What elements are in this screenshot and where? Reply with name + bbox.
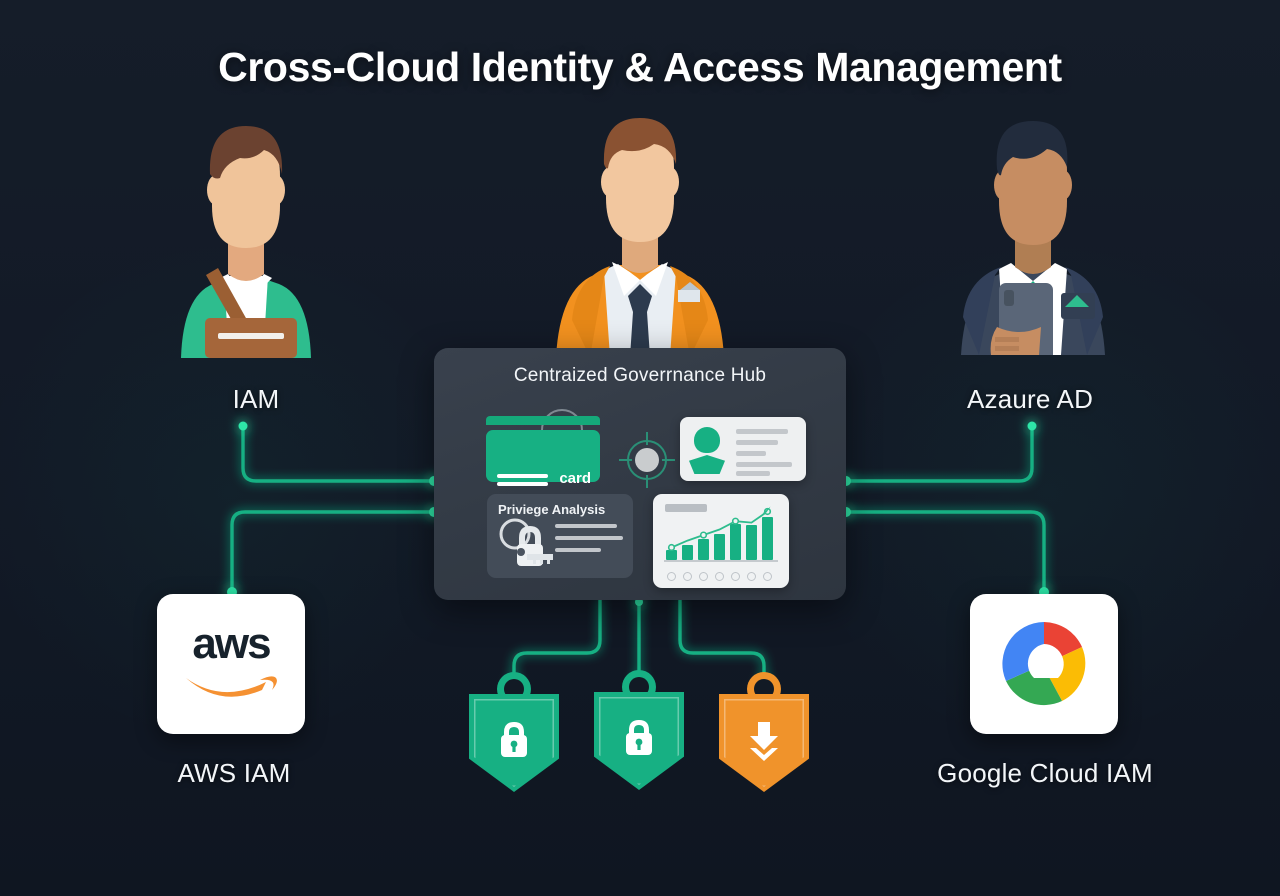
chart-axis-marker — [699, 572, 708, 581]
smartphone-icon — [990, 283, 1053, 365]
padlock-icon — [501, 722, 527, 757]
id-avatar-head-icon — [694, 427, 720, 453]
credit-card-widget[interactable]: card — [486, 409, 600, 487]
id-line — [736, 462, 792, 467]
avatar-governance-admin[interactable] — [540, 112, 740, 362]
avatar-iam-user[interactable] — [148, 118, 343, 363]
policy-badge-lock-1[interactable] — [469, 672, 559, 792]
privilege-analysis-widget[interactable]: Priviege Analysis — [487, 494, 633, 578]
chart-bar — [714, 534, 725, 560]
identity-card-widget[interactable] — [680, 417, 806, 481]
id-line — [736, 429, 788, 434]
label-azure-ad: Azaure AD — [966, 384, 1094, 414]
card-magstripe — [486, 416, 600, 425]
chart-bar — [666, 550, 677, 560]
label-google-cloud-iam: Google Cloud IAM — [937, 758, 1153, 788]
aws-swoosh-icon — [186, 676, 277, 697]
chart-axis-marker — [763, 572, 772, 581]
label-aws-iam: AWS IAM — [177, 758, 291, 788]
page-title: Cross-Cloud Identity & Access Management — [218, 44, 1062, 90]
chart-axis-marker — [683, 572, 692, 581]
centralized-governance-hub-panel[interactable]: Centraized Goverrnance Hub card — [434, 348, 846, 600]
padlock-icon — [626, 720, 652, 755]
analytics-chart-widget[interactable] — [653, 494, 789, 588]
card-line-2 — [497, 482, 548, 486]
card-label: card — [559, 470, 591, 487]
chart-bar — [682, 545, 693, 560]
priv-line — [555, 536, 623, 540]
id-avatar-body-icon — [689, 455, 725, 474]
aws-logo-card[interactable]: aws — [157, 594, 305, 734]
hub-title: Centraized Goverrnance Hub — [513, 365, 767, 386]
chart-bar — [762, 517, 773, 560]
card-body: card — [486, 430, 600, 487]
avatar-azure-user[interactable] — [935, 115, 1130, 365]
priv-line — [555, 524, 617, 528]
card-line-1 — [497, 474, 548, 478]
chart-axis-marker — [715, 572, 724, 581]
chart-title-bar — [665, 504, 707, 512]
chart-axis-marker — [747, 572, 756, 581]
chart-baseline — [664, 560, 778, 562]
chart-bar — [698, 539, 709, 560]
chart-bar — [746, 525, 757, 560]
chart-axis-marker — [731, 572, 740, 581]
priv-line — [555, 548, 601, 552]
double-chevron-down-icon — [750, 722, 778, 761]
policy-badge-lock-2[interactable] — [594, 670, 684, 790]
id-line — [736, 451, 766, 456]
label-iam: IAM — [232, 384, 280, 414]
privilege-analysis-title: Priviege Analysis — [498, 502, 606, 517]
chart-trendline — [667, 506, 772, 552]
key-and-padlock-icon — [499, 518, 553, 566]
id-line — [736, 471, 770, 476]
satchel-icon — [205, 268, 297, 358]
aws-wordmark: aws — [192, 618, 271, 668]
google-cloud-logo-card[interactable] — [970, 594, 1118, 734]
id-line — [736, 440, 778, 445]
chart-axis-marker — [667, 572, 676, 581]
chart-bar — [730, 524, 741, 560]
policy-badge-download[interactable] — [719, 672, 809, 792]
google-cloud-logo — [1002, 622, 1086, 706]
crosshair-target-icon — [619, 432, 675, 488]
